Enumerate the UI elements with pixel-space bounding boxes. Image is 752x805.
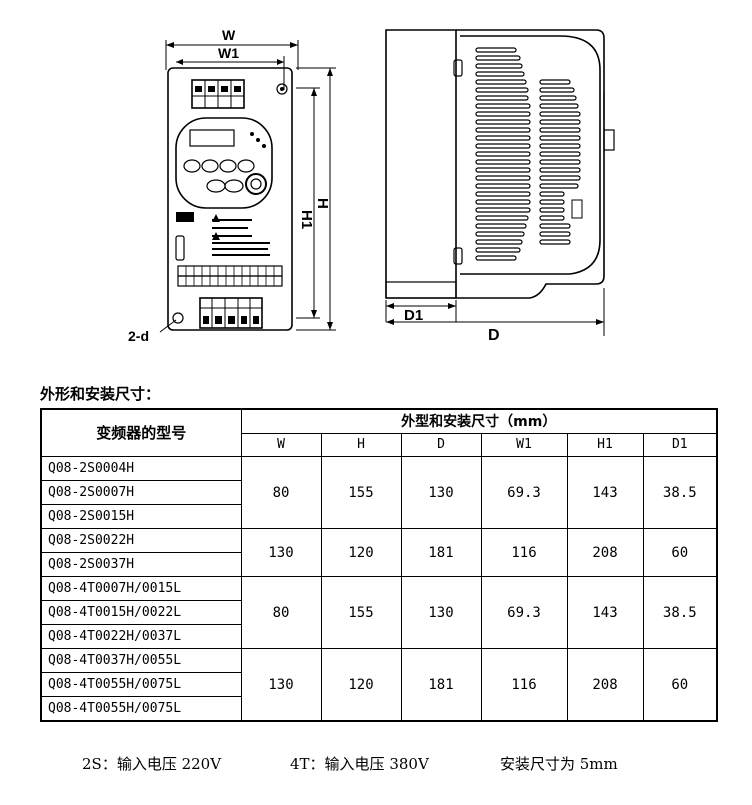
value-cell-w: 80 <box>240 456 322 529</box>
value-cell-w: 130 <box>240 648 322 722</box>
model-cell: Q08-2S0007H <box>40 480 242 505</box>
value-cell-d: 130 <box>400 456 482 529</box>
value-cell-d: 130 <box>400 576 482 649</box>
value-cell-d1: 38.5 <box>642 456 718 529</box>
model-cell: Q08-2S0004H <box>40 456 242 481</box>
dimension-group-header: 外型和安装尺寸（mm） <box>240 408 718 434</box>
label-h1: H1 <box>298 210 315 229</box>
value-cell-w: 80 <box>240 576 322 649</box>
value-cell-d1: 60 <box>642 648 718 722</box>
value-cell-h: 155 <box>320 456 402 529</box>
value-cell-w1: 69.3 <box>480 576 568 649</box>
value-cell-w1: 116 <box>480 648 568 722</box>
value-cell-h1: 208 <box>566 648 644 722</box>
table-row: Q08-2S0022H 130 120 181 116 208 60 <box>40 528 718 577</box>
model-cell: Q08-2S0015H <box>40 504 242 529</box>
column-header-d: D <box>400 433 482 457</box>
value-cell-d1: 60 <box>642 528 718 577</box>
model-cell: Q08-4T0037H/0055L <box>40 648 242 673</box>
value-cell-d: 181 <box>400 528 482 577</box>
table-row: Q08-4T0022H/0037L <box>40 624 717 649</box>
side-view <box>385 29 615 336</box>
footnote-install: 安装尺寸为 5mm <box>500 755 618 773</box>
column-header-h: H <box>320 433 402 457</box>
value-cell-w1: 69.3 <box>480 456 568 529</box>
value-cell-h: 120 <box>320 528 402 577</box>
model-cell: Q08-4T0022H/0037L <box>40 624 242 649</box>
value-cell-d1: 38.5 <box>642 576 718 649</box>
column-header-w1: W1 <box>480 433 568 457</box>
value-cell-h1: 143 <box>566 576 644 649</box>
label-d: D <box>488 327 500 344</box>
label-d1: D1 <box>404 307 423 324</box>
model-cell: Q08-4T0007H/0015L <box>40 576 242 601</box>
label-2-d: 2-d <box>128 328 149 344</box>
footnote-2s: 2S：输入电压 220V <box>82 755 222 773</box>
column-header-d1: D1 <box>642 433 718 457</box>
table-row: Q08-4T0055H/0075L <box>40 696 717 722</box>
column-header-h1: H1 <box>566 433 644 457</box>
front-view <box>159 40 336 333</box>
model-cell: Q08-2S0037H <box>40 552 242 577</box>
column-header-w: W <box>240 433 322 457</box>
value-cell-w1: 116 <box>480 528 568 577</box>
section-title: 外形和安装尺寸： <box>40 385 161 403</box>
value-cell-w: 130 <box>240 528 322 577</box>
table-row: Q08-4T0007H/0015L 80 155 130 69.3 143 38… <box>40 576 718 649</box>
value-cell-h: 155 <box>320 576 402 649</box>
value-cell-h1: 143 <box>566 456 644 529</box>
label-w: W <box>222 27 236 43</box>
model-cell: Q08-2S0022H <box>40 528 242 553</box>
heatsink-slots <box>475 47 583 261</box>
value-cell-d: 181 <box>400 648 482 722</box>
table-row: Q08-4T0055H/0075L <box>40 672 717 697</box>
value-cell-h: 120 <box>320 648 402 722</box>
model-cell: Q08-4T0055H/0075L <box>40 696 242 722</box>
table-row: Q08-4T0037H/0055L 130 120 181 116 208 60 <box>40 648 718 722</box>
model-cell: Q08-4T0055H/0075L <box>40 672 242 697</box>
value-cell-h1: 208 <box>566 528 644 577</box>
table-header-row: 变频器的型号 外型和安装尺寸（mm） <box>40 408 718 457</box>
table-row: Q08-4T0015H/0022L <box>40 600 717 625</box>
table-row: Q08-2S0004H 80 155 130 69.3 143 38.5 <box>40 456 718 529</box>
label-h: H <box>314 198 331 209</box>
model-cell: Q08-4T0015H/0022L <box>40 600 242 625</box>
model-column-header: 变频器的型号 <box>40 408 242 457</box>
dimension-drawing: W W1 H1 H 2-d <box>128 27 615 344</box>
dimensions-table: 变频器的型号 外型和安装尺寸（mm） W H D W1 H1 D1 Q08-2S… <box>40 408 719 722</box>
footnote-4t: 4T：输入电压 380V <box>290 755 429 773</box>
label-w1: W1 <box>218 45 239 61</box>
